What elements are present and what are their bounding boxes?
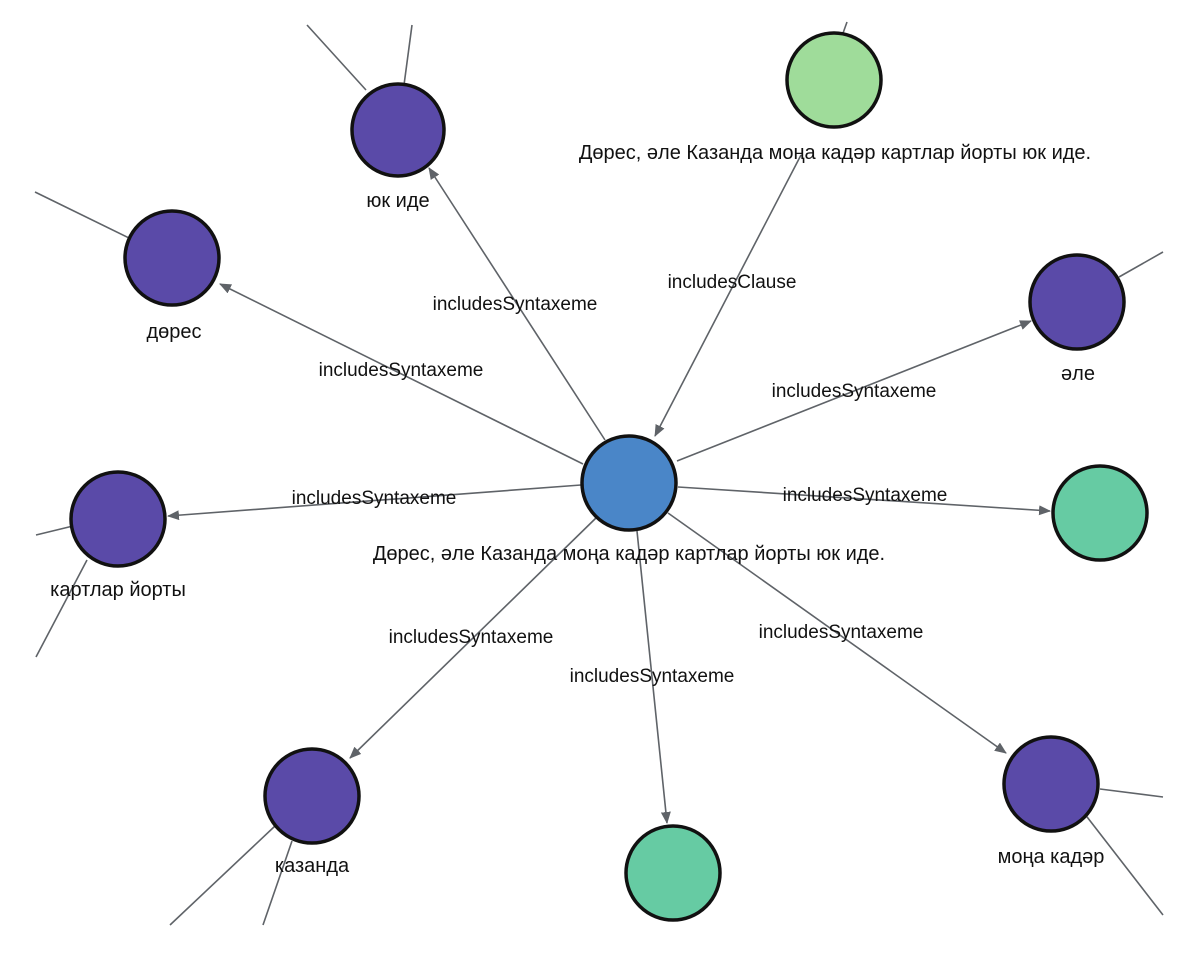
node-kartlar[interactable] xyxy=(69,470,167,568)
offscreen-edge-stubs xyxy=(34,21,1164,926)
edge-to-punct-period xyxy=(636,530,671,824)
node-label-deres: дөрес xyxy=(146,321,201,343)
stub-edge xyxy=(169,825,276,926)
node-yuk-ide[interactable] xyxy=(350,82,446,178)
edge-label-kartlar: includesSyntaxeme xyxy=(292,488,457,509)
node-label-kazanda: казанда xyxy=(275,855,350,877)
node-label-ele: әле xyxy=(1061,363,1095,385)
edge-label-mona: includesSyntaxeme xyxy=(759,622,924,643)
edge-to-mona xyxy=(667,512,1007,754)
edge-to-deres xyxy=(219,283,584,465)
node-mona[interactable] xyxy=(1002,735,1100,833)
node-punct-comma[interactable] xyxy=(1051,464,1149,562)
edge-label-punct-comma: includesSyntaxeme xyxy=(783,485,948,506)
edge-label-ele: includesSyntaxeme xyxy=(772,381,937,402)
stub-edge xyxy=(1083,812,1164,916)
edge-label-kazanda: includesSyntaxeme xyxy=(389,627,554,648)
stub-edge xyxy=(1099,788,1164,798)
stub-edge xyxy=(1118,251,1164,278)
node-label-mona: моңа кадәр xyxy=(998,846,1105,868)
edge-to-punct-comma xyxy=(677,486,1051,516)
stub-edge xyxy=(262,840,293,926)
edge-label-includes-clause: includesClause xyxy=(668,272,797,293)
node-sentence-center[interactable] xyxy=(580,434,678,532)
edge-to-yuk-ide xyxy=(428,167,606,441)
stub-edge xyxy=(35,525,74,536)
edge-includes-clause xyxy=(654,154,802,437)
edge-to-kartlar xyxy=(167,484,582,521)
stub-edge xyxy=(35,559,88,658)
node-ele[interactable] xyxy=(1028,253,1126,351)
edge-to-ele xyxy=(676,320,1032,462)
stub-edge xyxy=(403,24,413,86)
stub-edge xyxy=(34,191,130,239)
node-label-clause: Дөрес, әле Казанда моңа кадәр картлар йо… xyxy=(579,142,1091,164)
edge-label-deres: includesSyntaxeme xyxy=(319,360,484,381)
node-label-yuk-ide: юк иде xyxy=(366,190,429,212)
node-clause[interactable] xyxy=(785,31,883,129)
node-kazanda[interactable] xyxy=(263,747,361,845)
node-label-kartlar: картлар йорты xyxy=(50,579,186,601)
edge-label-punct-period: includesSyntaxeme xyxy=(570,666,735,687)
edge-label-yuk-ide: includesSyntaxeme xyxy=(433,294,598,315)
node-deres[interactable] xyxy=(123,209,221,307)
edge-to-kazanda xyxy=(349,516,598,759)
node-punct-period[interactable] xyxy=(624,824,722,922)
node-label-center: Дөрес, әле Казанда моңа кадәр картлар йо… xyxy=(373,543,885,565)
stub-edge xyxy=(306,24,367,91)
